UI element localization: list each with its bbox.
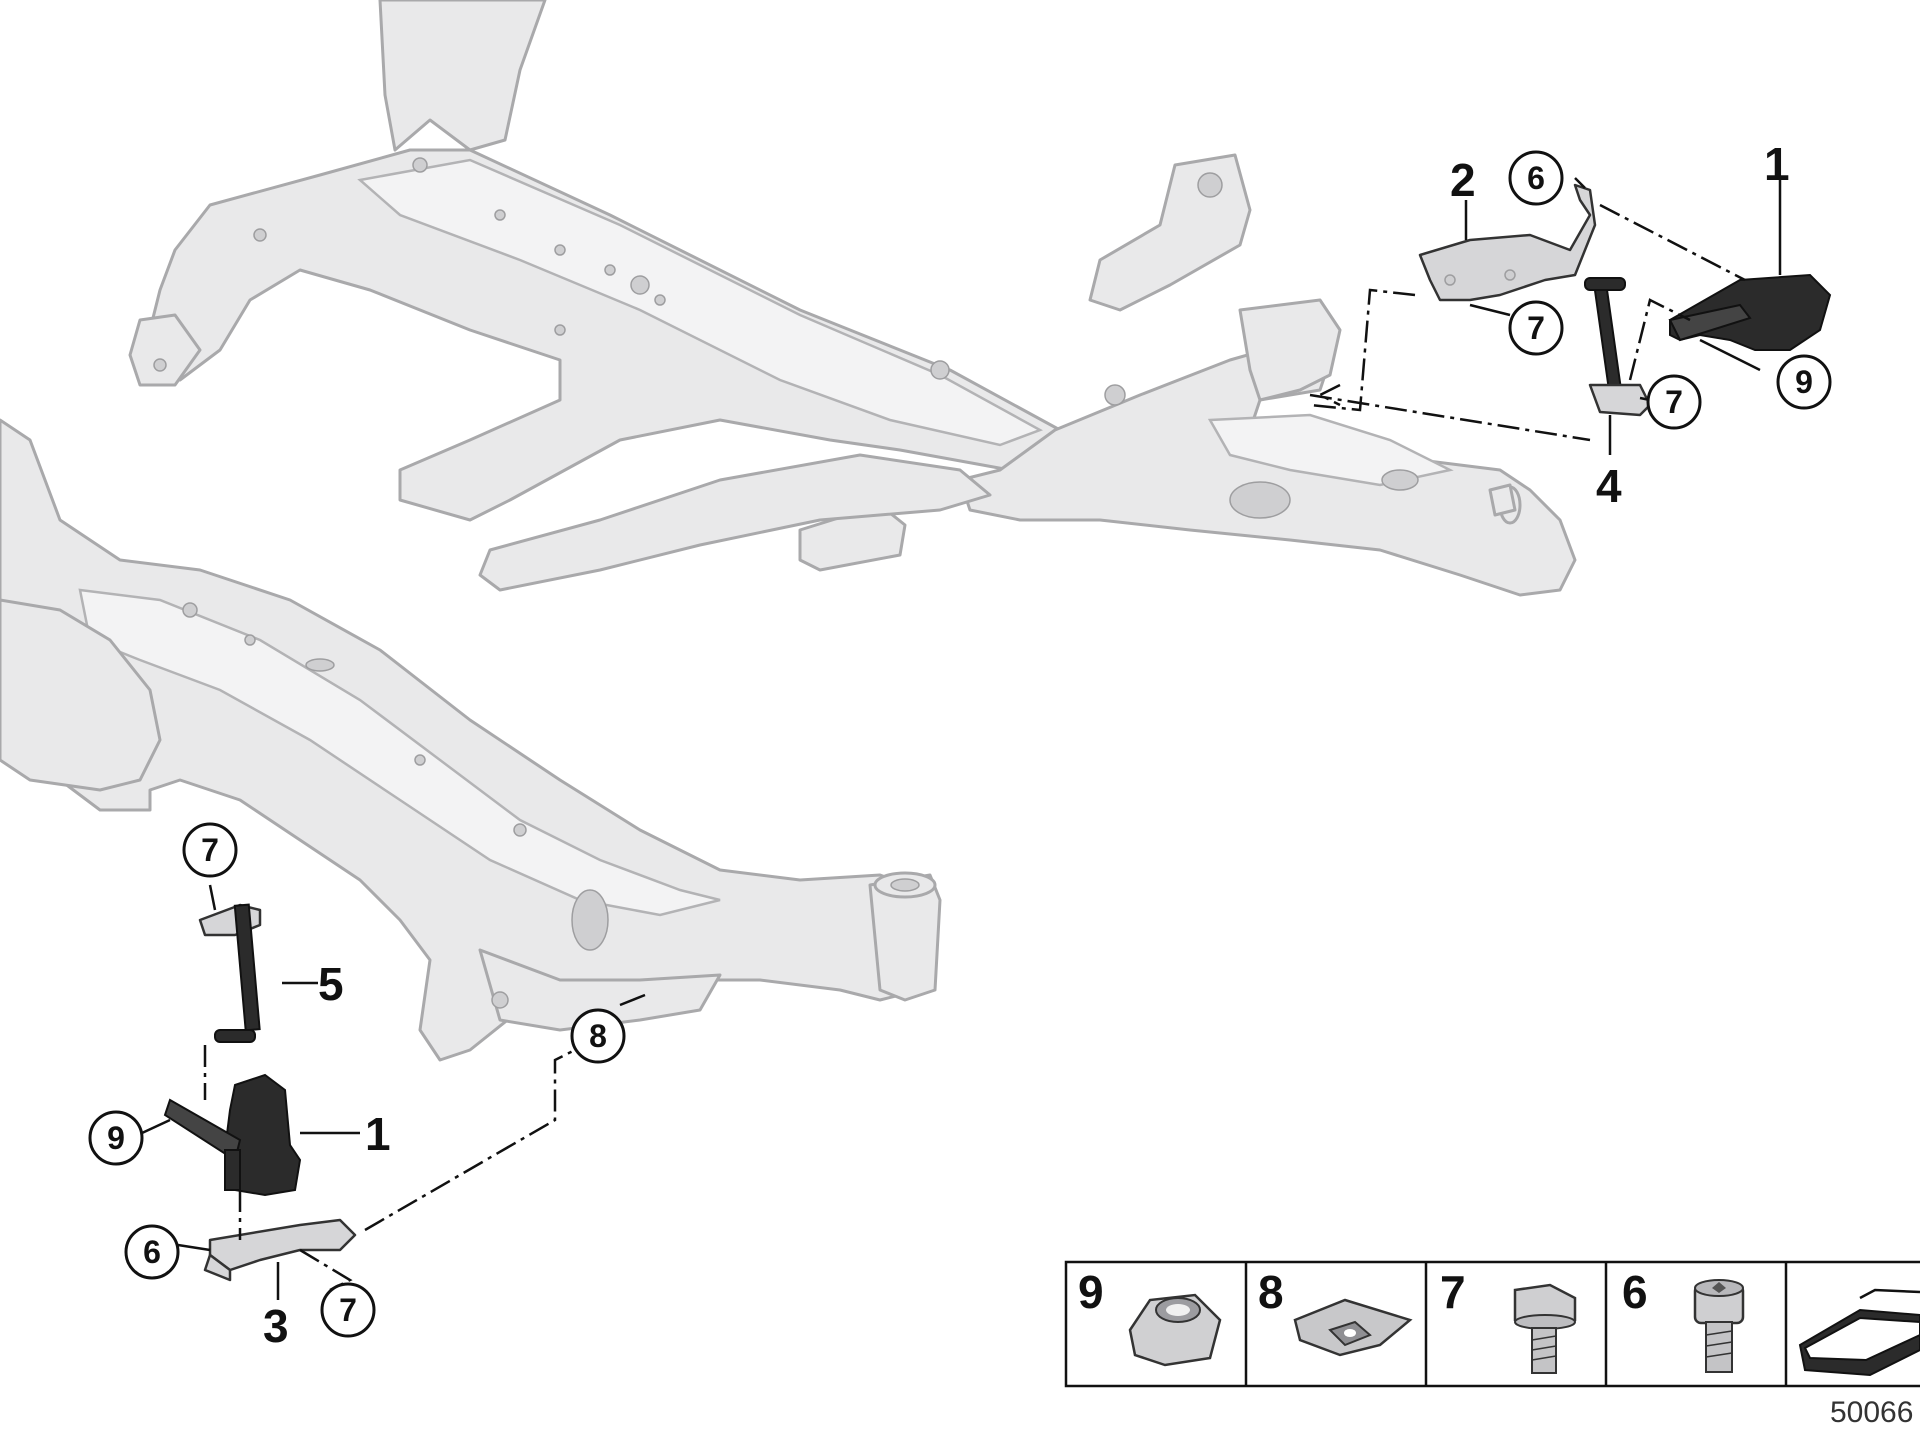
callout-7-rear-a: 7 [201,832,219,868]
callout-5-rear: 5 [318,958,344,1010]
front-bracket-part-2 [1418,183,1597,302]
callouts-plain: 1 2 4 5 1 3 [263,138,1790,1352]
legend-number-6: 6 [1622,1266,1648,1318]
callout-1-rear: 1 [365,1108,391,1160]
callout-3-rear: 3 [263,1300,289,1352]
callout-9-rear: 9 [107,1120,125,1156]
rear-ride-height-sensor-part-1 [163,1073,302,1197]
legend-number-9: 9 [1078,1266,1104,1318]
rear-assembly-leader-lines [141,884,646,1300]
torx-screw-icon [1693,1279,1745,1373]
callout-6-rear: 6 [143,1234,161,1270]
front-coupling-rod-part-4 [1584,277,1652,417]
legend-number-7: 7 [1440,1266,1466,1318]
clip-nut-icon [1293,1298,1413,1357]
front-ride-height-sensor-part-1 [1668,273,1832,351]
callout-1-front: 1 [1764,138,1790,190]
callout-7-front-b: 7 [1665,384,1683,420]
hex-bolt-icon [1513,1283,1577,1374]
fastener-legend-table: 9 8 7 6 [1064,1260,1920,1388]
rear-bracket-part-3 [203,1218,357,1282]
legend-number-8: 8 [1258,1266,1284,1318]
rear-subframe-illustration [0,418,942,1062]
callout-9-front: 9 [1795,364,1813,400]
callout-4-front: 4 [1596,460,1622,512]
callouts-circled: 6 7 7 9 7 8 9 6 7 [88,150,1832,1338]
callout-8-rear: 8 [589,1018,607,1054]
diagram-reference-number: 50066 [1830,1396,1913,1429]
pad-icon [1798,1288,1920,1377]
callout-7-rear-b: 7 [339,1292,357,1328]
callout-7-front-a: 7 [1527,310,1545,346]
callout-6-front: 6 [1527,160,1545,196]
rear-coupling-rod-part-5 [198,903,262,1043]
hex-nut-icon [1128,1293,1222,1367]
front-assembly-leader-lines [1309,177,1782,455]
front-subframe-illustration [128,0,1577,597]
callout-2-front: 2 [1450,154,1476,206]
